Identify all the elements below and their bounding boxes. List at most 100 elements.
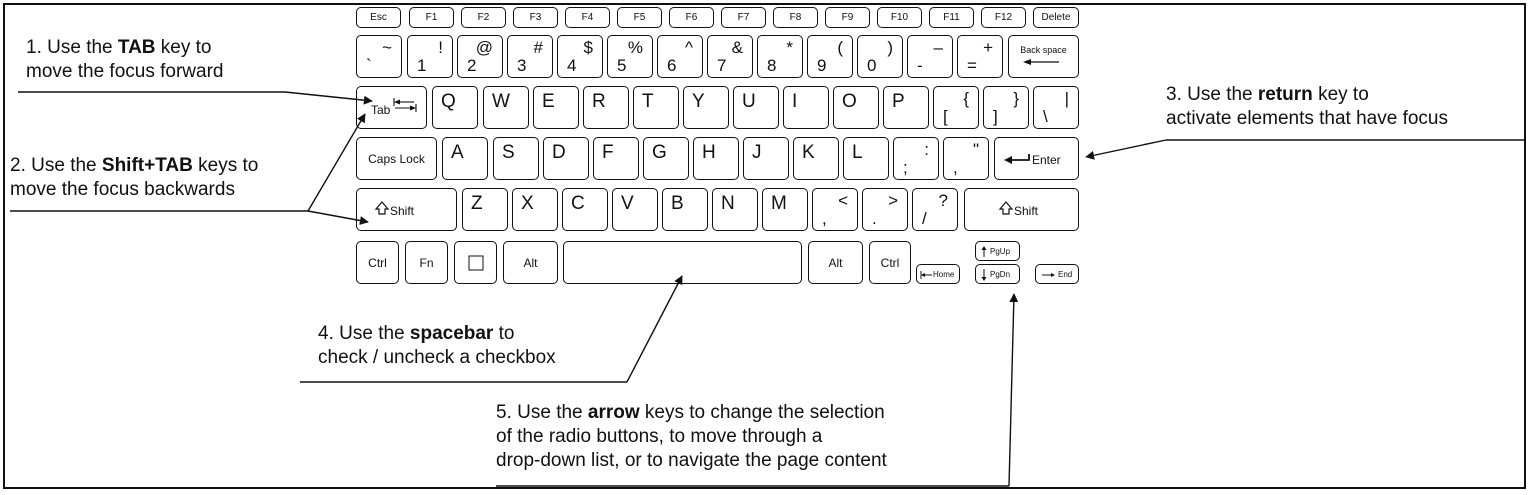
key-shift-glyph: $ [583, 38, 593, 57]
key-comma: <, [812, 188, 858, 231]
key-period: >. [862, 188, 908, 231]
key-label: F7 [737, 11, 750, 23]
key-shift-glyph: # [533, 38, 543, 57]
key-glyph: F [602, 142, 614, 163]
key-f5: F5 [617, 7, 662, 28]
key-delete: Delete [1033, 7, 1079, 28]
key-f: F [593, 137, 639, 180]
annotation-return: 3. Use the return key to activate elemen… [1166, 83, 1448, 131]
key-home: Home [916, 264, 960, 284]
key-c: C [562, 188, 608, 231]
key-glyph: P [892, 91, 905, 112]
key-pgup: PgUp [975, 241, 1020, 261]
key-glyph: S [502, 142, 515, 163]
annotation-text: 5. Use the [496, 402, 588, 423]
key-i: I [783, 86, 829, 129]
key-equals: += [957, 35, 1003, 78]
end-arrow-icon [1042, 273, 1055, 277]
key-label: Shift [390, 204, 415, 218]
annotation-key-name: spacebar [409, 323, 494, 344]
key-shift-glyph: ^ [685, 38, 693, 57]
key-6: ^6 [657, 35, 703, 78]
key-shift-glyph: " [972, 140, 979, 159]
key-caps-lock: Caps Lock [356, 137, 437, 180]
key-u: U [733, 86, 779, 129]
key-quote: ", [943, 137, 989, 180]
key-9: (9 [807, 35, 853, 78]
key-glyph: 4 [567, 56, 577, 75]
key-glyph: , [822, 209, 827, 228]
arrow-5-arrow-keys [496, 293, 1019, 487]
key-shift-glyph: } [1013, 89, 1019, 108]
key-h: H [693, 137, 739, 180]
annotation-line: 3. Use the return key to [1166, 83, 1448, 107]
key-shift-glyph: ) [887, 38, 893, 57]
annotation-line: move the focus backwards [10, 179, 235, 200]
key-glyph: L [852, 142, 863, 163]
key-e: E [533, 86, 579, 129]
key-label: Back space [1020, 45, 1067, 55]
backspace-arrow-icon [1023, 59, 1059, 65]
key-label: Alt [828, 255, 843, 270]
annotation-line: 1. Use the TAB key to [26, 36, 223, 60]
arrow-2-shift-tab [10, 113, 369, 225]
key-s: S [493, 137, 539, 180]
key-t: T [633, 86, 679, 129]
annotation-line: activate elements that have focus [1166, 108, 1448, 129]
key-label: F3 [529, 11, 542, 23]
key-glyph: V [621, 193, 634, 214]
annotation-text: 3. Use the [1166, 84, 1258, 105]
key-right-alt: Alt [808, 241, 863, 284]
key-k: K [793, 137, 839, 180]
key-label: Caps Lock [368, 151, 425, 166]
key-o: O [833, 86, 879, 129]
key-label: F4 [581, 11, 594, 23]
key-f1: F1 [409, 7, 454, 28]
key-label: Tab [371, 103, 391, 117]
figure-frame [3, 3, 1526, 489]
key-backslash: |\ [1033, 86, 1079, 129]
key-glyph: / [922, 209, 927, 228]
annotation-shift-tab: 2. Use the Shift+TAB keys to move the fo… [10, 154, 258, 202]
home-arrow-icon [920, 271, 932, 279]
key-label: F8 [789, 11, 802, 23]
key-glyph: X [521, 193, 534, 214]
key-shift-glyph: : [924, 140, 929, 159]
key-f9: F9 [825, 7, 870, 28]
key-shift-glyph: ( [837, 38, 843, 57]
key-tilde: ~` [356, 35, 402, 78]
key-shift-glyph: & [731, 38, 743, 57]
key-label: Ctrl [368, 255, 387, 270]
key-shift-glyph: @ [475, 38, 493, 57]
key-glyph: A [451, 142, 464, 163]
key-f12: F12 [981, 7, 1026, 28]
key-slash: ?/ [912, 188, 958, 231]
key-glyph: N [721, 193, 735, 214]
arrow-4-spacebar [300, 275, 683, 383]
key-label: Home [933, 270, 955, 279]
key-glyph: 3 [517, 56, 527, 75]
annotation-key-name: return [1257, 84, 1313, 105]
key-f6: F6 [669, 7, 714, 28]
key-3: #3 [507, 35, 553, 78]
key-glyph: U [742, 91, 756, 112]
annotation-line: 4. Use the spacebar to [318, 322, 556, 346]
key-shift-glyph: – [933, 38, 943, 57]
key-shift-glyph: * [786, 38, 793, 57]
annotation-text: 4. Use the [318, 323, 410, 344]
key-glyph: O [842, 91, 857, 112]
key-spacebar [563, 241, 802, 284]
key-0: )0 [857, 35, 903, 78]
key-l: L [843, 137, 889, 180]
key-glyph: 9 [817, 56, 827, 75]
key-1: !1 [407, 35, 453, 78]
annotation-text: to [493, 323, 515, 344]
key-x: X [512, 188, 558, 231]
key-q: Q [432, 86, 478, 129]
key-glyph: ` [366, 56, 372, 75]
arrow-1-tab [18, 91, 373, 105]
key-g: G [643, 137, 689, 180]
key-f7: F7 [721, 7, 766, 28]
key-shift-glyph: | [1064, 89, 1069, 108]
key-label: PgUp [990, 247, 1011, 256]
